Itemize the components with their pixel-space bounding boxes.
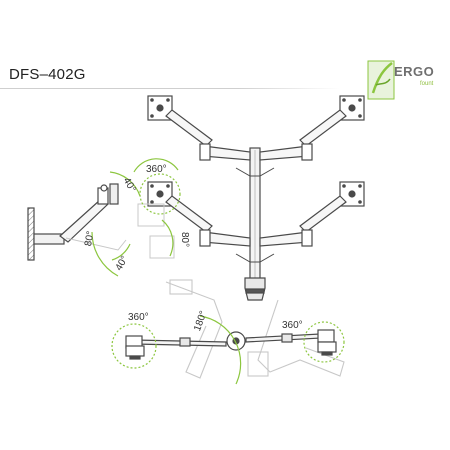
wall-arm-side-view: [27, 183, 119, 261]
top-view-ghosts: [165, 279, 345, 379]
swivel-arcs: [91, 158, 181, 277]
side-ghost-monitors: [65, 203, 175, 259]
pole-joints: [235, 167, 275, 263]
label-side-rotation: 80°: [179, 232, 190, 247]
top-view-monitor-right: [317, 341, 337, 356]
label-pan: 180°: [192, 310, 209, 333]
main-pole: [244, 147, 266, 301]
label-right-rotate: 360°: [282, 320, 303, 331]
arms-bottom: [165, 195, 347, 247]
ergo-leaf-logo-icon: [367, 60, 395, 100]
top-view-arm: [125, 329, 335, 351]
top-view-monitor-left: [125, 345, 145, 360]
label-left-rotate: 360°: [128, 312, 149, 323]
label-arm-rotation: 80°: [83, 230, 96, 247]
top-view-arcs: [111, 315, 345, 385]
logo-tagline: fount: [420, 81, 434, 87]
logo-brand: ERGO: [394, 64, 435, 79]
label-tilt-up: 40°: [121, 176, 138, 195]
model-number: DFS–402G: [9, 66, 86, 83]
header-rule: [0, 88, 340, 89]
arms-top: [165, 109, 347, 161]
monitor-plate-top-left: [147, 95, 173, 121]
label-tilt-down: 40°: [114, 254, 131, 273]
monitor-plate-bottom-right: [339, 181, 365, 207]
label-top-swivel: 360°: [146, 164, 167, 175]
